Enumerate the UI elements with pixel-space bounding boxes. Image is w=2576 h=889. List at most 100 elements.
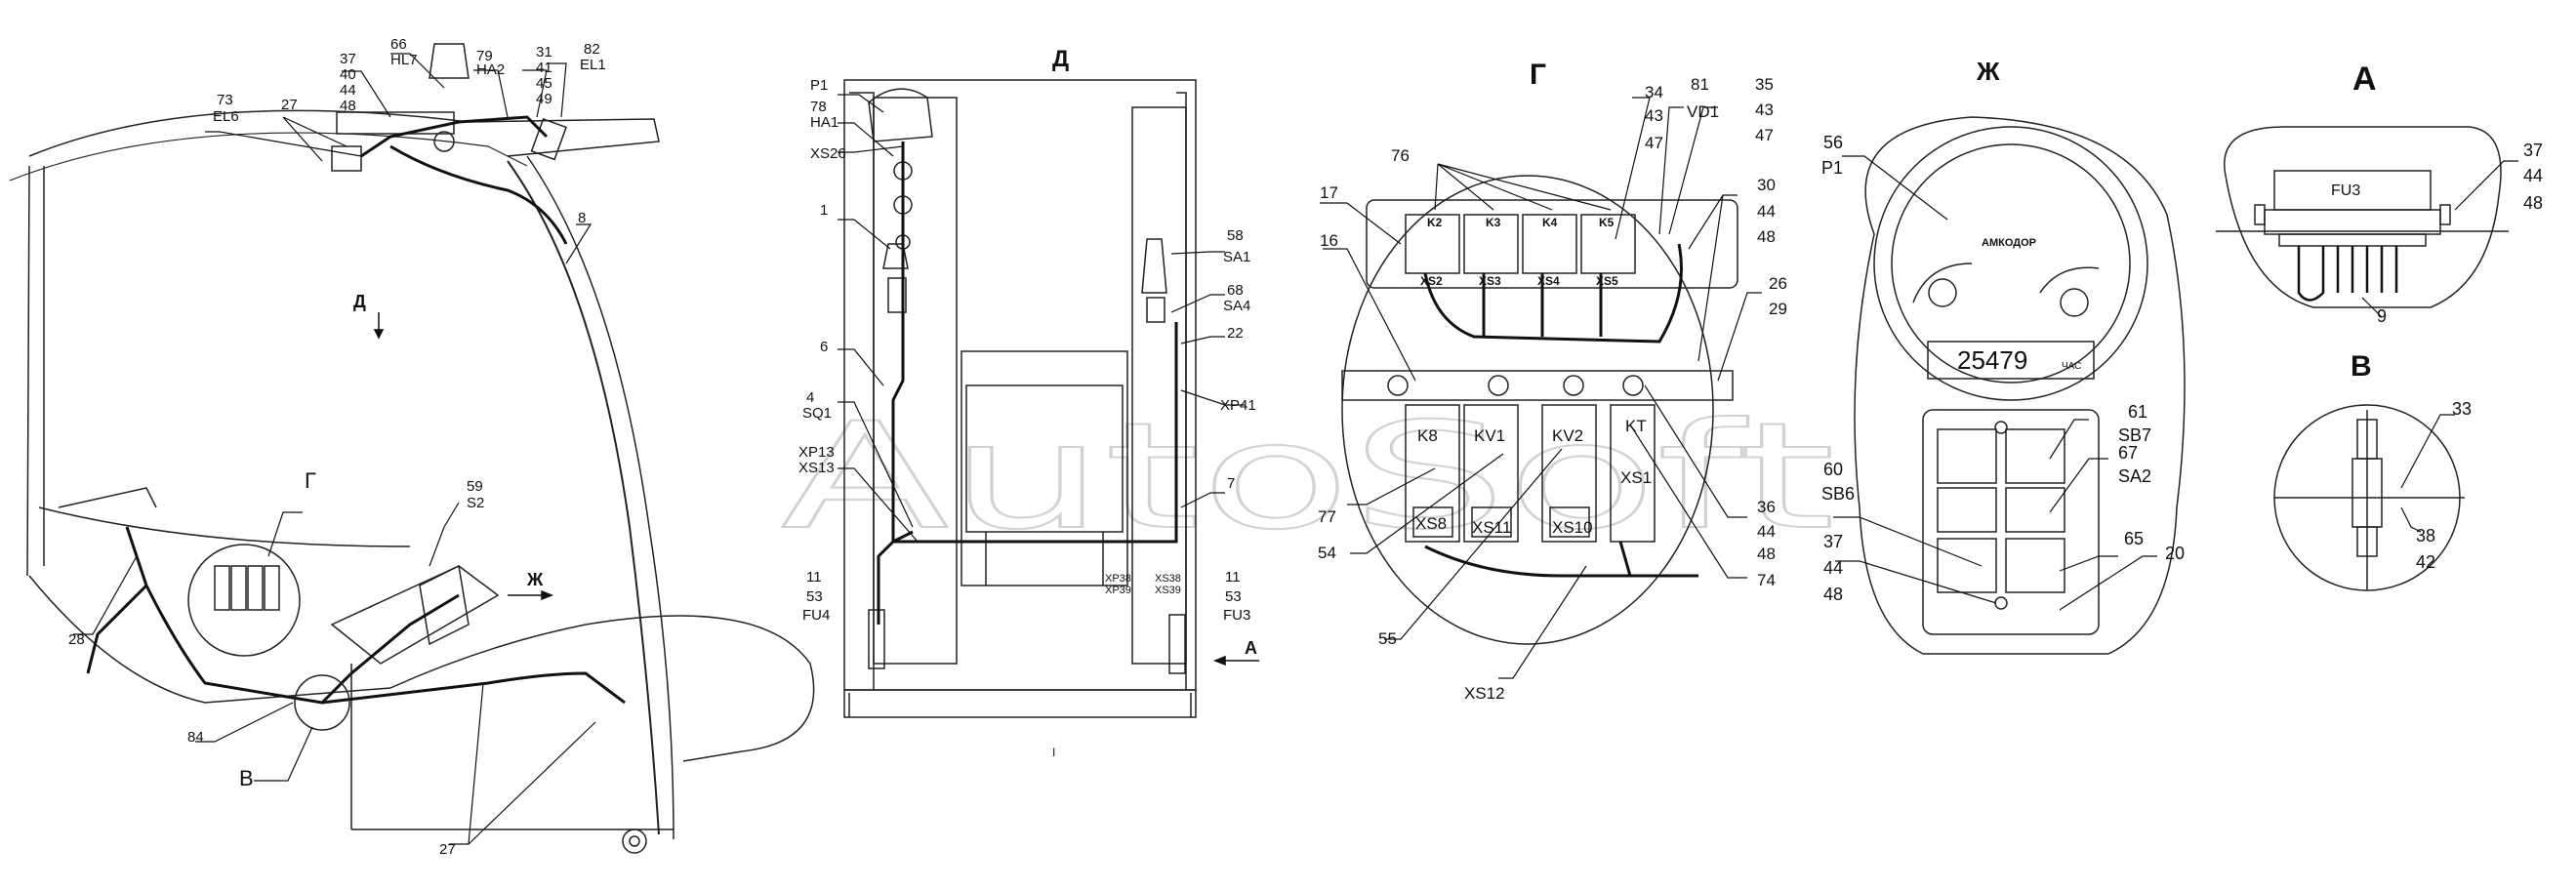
view-g-ref-48-b: 48 — [1757, 545, 1776, 563]
view-g-relay-k4: K4 — [1542, 216, 1558, 229]
view-g-title: Г — [1530, 59, 1546, 91]
cab-ref-31: 31 — [536, 44, 552, 61]
view-g-ref-55: 55 — [1378, 629, 1397, 648]
view-a-harness — [2297, 246, 2398, 302]
view-g-ref-43-b: 43 — [1755, 101, 1774, 119]
view-d-ref-p1: P1 — [810, 77, 828, 94]
view-v-ref-42: 42 — [2416, 552, 2435, 572]
view-v-labels: 33 38 42 — [2416, 399, 2472, 572]
watermark: AutoSoft — [781, 392, 1835, 562]
cab-detail-v — [294, 674, 350, 731]
cab-harness — [86, 115, 626, 705]
cab-ref-8: 8 — [578, 210, 586, 226]
view-d-leaders — [838, 94, 1245, 543]
cab-leaders — [73, 53, 596, 845]
view-g-relay-k2: K2 — [1427, 216, 1443, 229]
cab-ref-s2: S2 — [467, 495, 484, 511]
view-zh-ref-44: 44 — [1823, 558, 1843, 578]
cab-ref-el1: EL1 — [580, 57, 606, 73]
view-d-ref-xs39: XS39 — [1155, 585, 1181, 596]
view-a-title: А — [2352, 61, 2377, 98]
view-d-ref-6: 6 — [820, 339, 828, 355]
view-a-ref-48: 48 — [2523, 193, 2543, 213]
view-g-ref-xs12: XS12 — [1464, 684, 1505, 703]
view-zh-ref-sb6: SB6 — [1821, 484, 1855, 504]
view-d-ref-xp39: XP39 — [1105, 585, 1131, 596]
view-d-ref-22: 22 — [1227, 325, 1244, 342]
view-g-ref-xs11: XS11 — [1472, 518, 1511, 537]
cab-ref-hl7: HL7 — [390, 52, 418, 68]
view-d-harness — [877, 141, 1178, 625]
view-zh-odometer: 25479 — [1957, 345, 2027, 375]
view-d-ref-xp41: XP41 — [1220, 397, 1256, 414]
view-zh-ref-67: 67 — [2118, 443, 2138, 463]
view-d-ref-xp13: XP13 — [798, 444, 835, 461]
cab-ref-44: 44 — [340, 82, 356, 99]
view-g-relay-k3: K3 — [1486, 216, 1501, 229]
cab-ref-ha2: HA2 — [476, 61, 505, 78]
view-zh-ref-sb7: SB7 — [2118, 425, 2151, 445]
view-g-ref-44-a: 44 — [1757, 202, 1776, 221]
view-a-labels: FU3 37 44 48 9 — [2331, 141, 2543, 326]
view-d-ref-sq1: SQ1 — [802, 405, 832, 422]
view-zh-ref-20: 20 — [2165, 544, 2185, 563]
view-zh-ref-65: 65 — [2124, 529, 2144, 548]
view-g-ref-35: 35 — [1755, 75, 1774, 94]
view-d-ref-53-right: 53 — [1225, 588, 1242, 605]
view-v-ref-33: 33 — [2452, 399, 2472, 419]
view-d-ref-sa1: SA1 — [1223, 249, 1250, 265]
view-g-harness — [1423, 243, 1698, 578]
view-g-conn-xs5: XS5 — [1596, 274, 1618, 288]
view-v-frame — [2273, 404, 2465, 591]
view-v-leaders — [2400, 414, 2455, 533]
cab-ref-27-bottom: 27 — [439, 841, 456, 858]
cab-labels: 37 40 44 48 66 HL7 79 HA2 31 41 45 49 82… — [68, 36, 606, 858]
view-g-conn-xs4: XS4 — [1537, 274, 1560, 288]
cab-ref-45: 45 — [536, 75, 552, 92]
view-d-ref-58: 58 — [1227, 227, 1244, 244]
cab-ref-41: 41 — [536, 60, 552, 76]
view-g-ref-81: 81 — [1691, 75, 1709, 94]
view-d-ref-11-left: 11 — [806, 569, 822, 586]
view-g-ref-54: 54 — [1318, 544, 1336, 562]
view-zh-title: Ж — [1976, 57, 2000, 86]
cab-ref-84: 84 — [187, 729, 204, 746]
cab-ref-82: 82 — [584, 41, 600, 58]
view-g-ref-xs8: XS8 — [1415, 514, 1447, 533]
view-zh-ref-48: 48 — [1823, 585, 1843, 604]
view-zh-odometer-unit: ЧАС — [2062, 361, 2081, 372]
view-g-conn-xs2: XS2 — [1420, 274, 1443, 288]
view-g-ref-16: 16 — [1320, 231, 1338, 250]
view-zh-ref-p1: P1 — [1821, 158, 1843, 178]
cab-side-view — [9, 43, 815, 854]
view-g-ref-29: 29 — [1769, 300, 1787, 318]
view-d-ref-fu4: FU4 — [802, 607, 830, 624]
view-g-ref-xs10: XS10 — [1552, 518, 1593, 537]
cab-ref-59: 59 — [467, 478, 483, 495]
view-zh-gauge-brand: АМКОДОР — [1982, 237, 2036, 249]
view-zh-leaders — [1833, 155, 2157, 611]
view-g-ref-vd1: VD1 — [1687, 102, 1719, 121]
cab-ref-49: 49 — [536, 91, 552, 107]
cab-ref-g: Г — [305, 468, 316, 493]
view-d-ref-7: 7 — [1227, 475, 1235, 492]
view-g-ref-76: 76 — [1391, 146, 1410, 165]
view-g-ref-26: 26 — [1769, 274, 1787, 293]
view-zh-ref-56: 56 — [1823, 133, 1843, 152]
cab-ref-73: 73 — [217, 92, 233, 108]
view-a-fuse-label: FU3 — [2331, 182, 2360, 199]
view-a-leaders — [2361, 160, 2518, 318]
cab-ref-v: В — [239, 766, 254, 790]
view-d-ref-xs26: XS26 — [810, 145, 846, 162]
view-g-frame — [1341, 175, 1738, 645]
view-zh-labels: 56 P1 АМКОДОР 25479 ЧАС 61 SB7 67 SA2 65… — [1821, 133, 2185, 604]
cab-ref-27-top: 27 — [281, 97, 298, 113]
view-g-relay-k5: K5 — [1599, 216, 1615, 229]
view-a-frame — [2216, 126, 2509, 308]
view-g-relays: K2 K3 K4 K5 XS2 XS3 XS4 XS5 — [1420, 216, 1618, 288]
view-d-ref-fu3: FU3 — [1223, 607, 1250, 624]
view-d-ref-4: 4 — [806, 389, 814, 406]
cab-detail-g — [187, 544, 301, 657]
cab-ref-el6: EL6 — [213, 108, 239, 125]
